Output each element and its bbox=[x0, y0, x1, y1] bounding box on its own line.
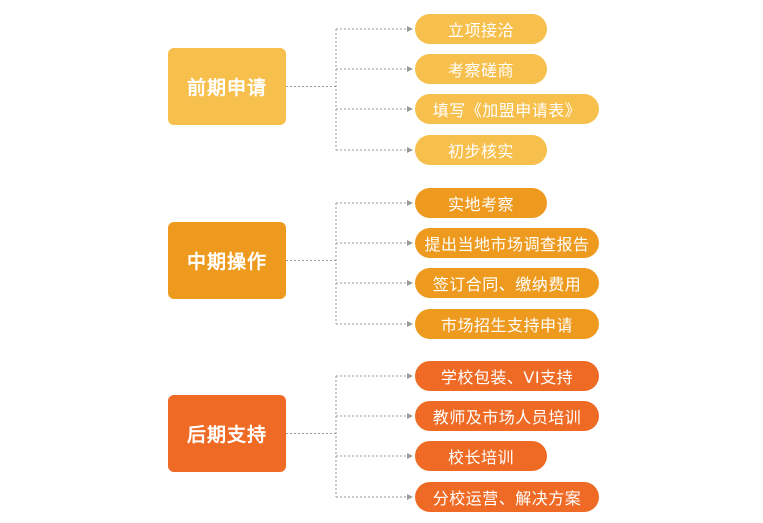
step-pill: 考察磋商 bbox=[415, 54, 547, 84]
stage-box-operation: 中期操作 bbox=[168, 222, 286, 299]
step-pill: 初步核实 bbox=[415, 135, 547, 165]
step-label: 分校运营、解决方案 bbox=[432, 489, 582, 508]
step-label: 提出当地市场调查报告 bbox=[424, 235, 590, 254]
step-label: 市场招生支持申请 bbox=[440, 316, 573, 335]
step-label: 立项接洽 bbox=[447, 21, 514, 40]
stage-title: 前期申请 bbox=[186, 77, 267, 99]
stage-title: 中期操作 bbox=[186, 251, 267, 273]
stage-title: 后期支持 bbox=[186, 424, 267, 446]
stage-box-support: 后期支持 bbox=[168, 395, 286, 472]
step-pill: 提出当地市场调查报告 bbox=[415, 228, 599, 258]
step-label: 初步核实 bbox=[447, 142, 514, 161]
step-label: 教师及市场人员培训 bbox=[432, 408, 582, 427]
step-label: 校长培训 bbox=[447, 448, 514, 467]
arrow-head bbox=[407, 453, 413, 459]
step-label: 填写《加盟申请表》 bbox=[432, 101, 582, 120]
arrow-head bbox=[407, 147, 413, 153]
arrow-head bbox=[407, 106, 413, 112]
step-pill: 校长培训 bbox=[415, 441, 547, 471]
arrow-head bbox=[407, 373, 413, 379]
step-pill: 填写《加盟申请表》 bbox=[415, 94, 599, 124]
arrow-head bbox=[407, 200, 413, 206]
step-label: 实地考察 bbox=[447, 195, 514, 214]
step-label: 学校包装、VI支持 bbox=[440, 368, 574, 387]
arrow-head bbox=[407, 321, 413, 327]
step-pill: 教师及市场人员培训 bbox=[415, 401, 599, 431]
step-pill: 分校运营、解决方案 bbox=[415, 482, 599, 512]
arrow-head bbox=[407, 26, 413, 32]
step-pill: 市场招生支持申请 bbox=[415, 309, 599, 339]
step-pill: 实地考察 bbox=[415, 188, 547, 218]
step-label: 考察磋商 bbox=[447, 61, 514, 80]
stage-box-application: 前期申请 bbox=[168, 48, 286, 125]
step-pill: 签订合同、缴纳费用 bbox=[415, 268, 599, 298]
arrow-head bbox=[407, 494, 413, 500]
arrow-head bbox=[407, 413, 413, 419]
step-label: 签订合同、缴纳费用 bbox=[432, 275, 582, 294]
step-pill: 学校包装、VI支持 bbox=[415, 361, 599, 391]
arrow-head bbox=[407, 66, 413, 72]
arrow-head bbox=[407, 240, 413, 246]
step-pill: 立项接洽 bbox=[415, 14, 547, 44]
arrow-head bbox=[407, 280, 413, 286]
